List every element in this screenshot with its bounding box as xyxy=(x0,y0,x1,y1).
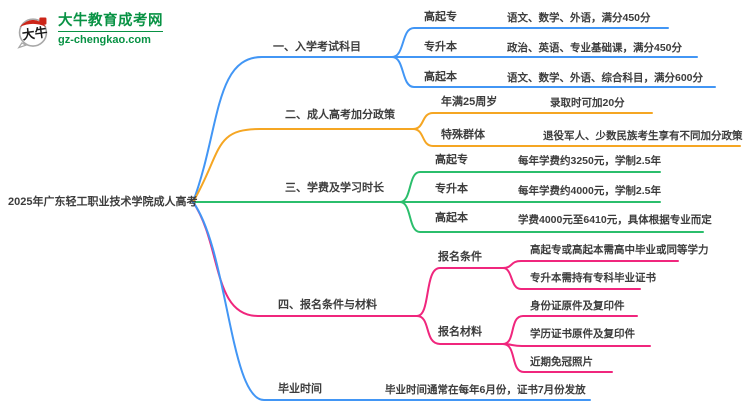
branch4-child2-connector xyxy=(416,315,504,345)
branch3-child2-leaf: 每年学费约4000元，学制2.5年 xyxy=(518,185,661,197)
branch1-child1-leaf: 语文、数学、外语，满分450分 xyxy=(507,12,651,24)
branch1-child3: 高起本 xyxy=(424,71,457,83)
branch4-child2: 报名材料 xyxy=(438,326,482,338)
branch4-child1-connector xyxy=(416,267,504,317)
branch5-title: 毕业时间 xyxy=(278,383,322,395)
branch4-child1-leaf1-connector xyxy=(502,260,679,269)
branch3-child1-leaf: 每年学费约3250元，学制2.5年 xyxy=(518,155,661,167)
branch2-child2-leaf: 退役军人、少数民族考生享有不同加分政策 xyxy=(543,130,743,142)
branch2-trunk-connector xyxy=(192,128,414,203)
branch1-child2-leaf: 政治、英语、专业基础课，满分450分 xyxy=(507,42,683,54)
branch1-title: 一、入学考试科目 xyxy=(273,41,361,53)
branch2-title: 二、成人高考加分政策 xyxy=(285,109,395,121)
branch4-child2-leaf2: 学历证书原件及复印件 xyxy=(530,328,635,340)
branch2-child2-connector xyxy=(412,128,741,147)
svg-text:大牛: 大牛 xyxy=(21,24,48,42)
site-logo-text: 大牛教育成考网 gz-chengkao.com xyxy=(58,12,163,47)
branch1-child3-connector xyxy=(391,56,716,88)
branch3-child2: 专升本 xyxy=(435,183,468,195)
branch4-child2-leaf1-connector xyxy=(502,315,638,345)
branch4-child2-leaf1: 身份证原件及复印件 xyxy=(530,300,625,312)
branch4-child2-leaf3-connector xyxy=(502,343,613,373)
branch1-child2: 专升本 xyxy=(424,41,457,53)
branch3-child3-connector xyxy=(399,201,704,233)
site-logo: 大牛 大牛教育成考网 gz-chengkao.com xyxy=(14,12,163,50)
branch4-child1-leaf1: 高起专或高起本需高中毕业或同等学力 xyxy=(530,244,709,256)
branch2-child1-leaf: 录取时可加20分 xyxy=(550,97,625,109)
root-node: 2025年广东轻工职业技术学院成人高考 xyxy=(8,196,198,208)
branch1-child1-connector xyxy=(391,27,669,58)
branch2-child2: 特殊群体 xyxy=(441,129,485,141)
branch3-child3: 高起本 xyxy=(435,212,468,224)
branch4-child1-leaf2-connector xyxy=(502,267,641,290)
branch5-trunk-connector xyxy=(192,201,591,401)
branch3-child1: 高起专 xyxy=(435,154,468,166)
branch4-child2-leaf3: 近期免冠照片 xyxy=(530,356,593,368)
branch4-child2-leaf2-connector xyxy=(502,343,651,347)
branch1-child3-leaf: 语文、数学、外语、综合科目，满分600分 xyxy=(507,72,704,84)
branch4-child1: 报名条件 xyxy=(438,251,482,263)
branch5-leaf: 毕业时间通常在每年6月份，证书7月份发放 xyxy=(385,384,586,396)
branch4-title: 四、报名条件与材料 xyxy=(278,299,377,311)
branch3-child3-leaf: 学费4000元至6410元，具体根据专业而定 xyxy=(518,214,712,226)
daniu-seal-icon: 大牛 xyxy=(17,17,49,49)
site-name: 大牛教育成考网 xyxy=(58,13,163,29)
branch1-child1: 高起专 xyxy=(424,11,457,23)
branch4-child1-leaf2: 专升本需持有专科毕业证书 xyxy=(530,272,656,284)
site-domain: gz-chengkao.com xyxy=(58,31,163,47)
branch3-title: 三、学费及学习时长 xyxy=(285,182,384,194)
branch2-child1: 年满25周岁 xyxy=(441,96,498,108)
branch3-child1-connector xyxy=(399,171,661,203)
branch2-child1-connector xyxy=(412,112,653,130)
branch1-trunk-connector xyxy=(192,56,393,203)
